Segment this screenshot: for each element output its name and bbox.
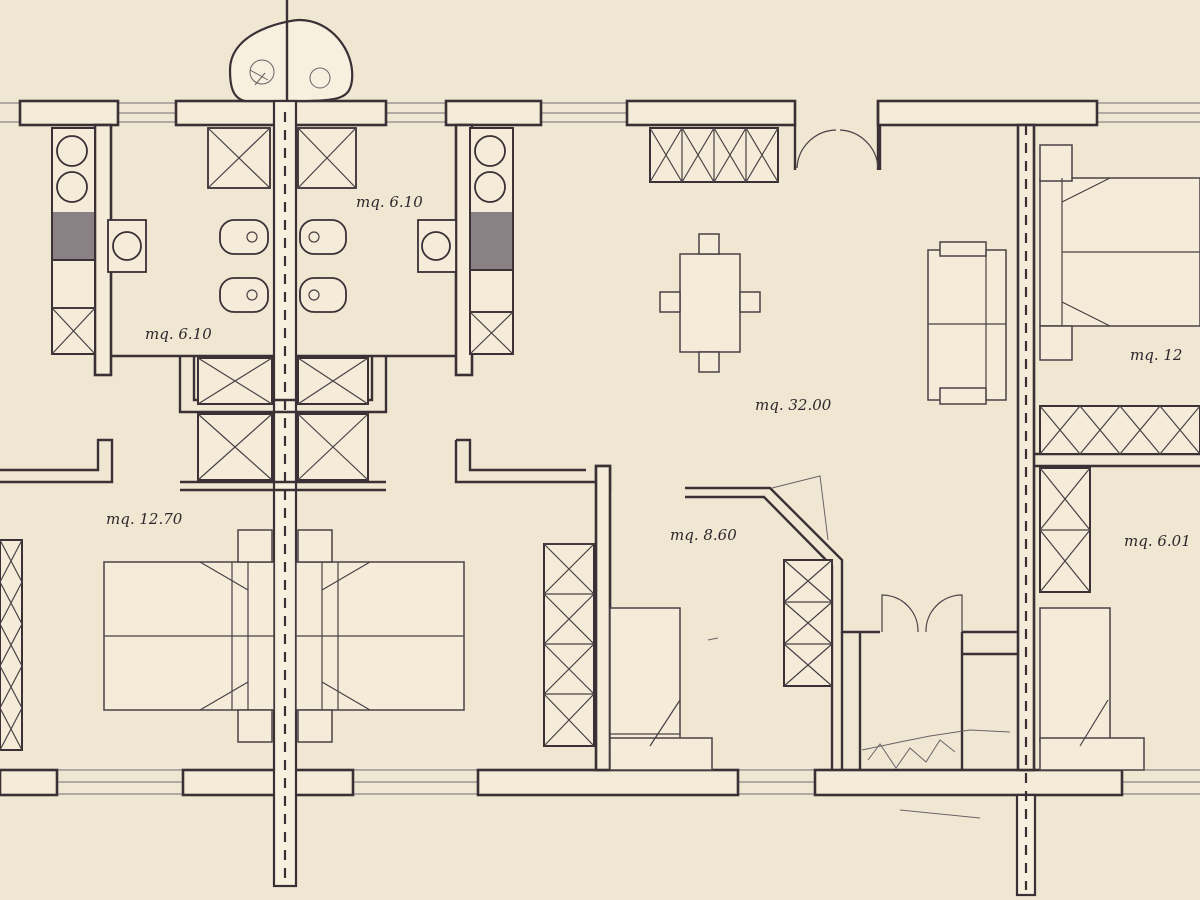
window-top-mid xyxy=(386,102,627,123)
sink-b xyxy=(299,219,347,255)
bed-center xyxy=(609,607,713,771)
toilet-b xyxy=(299,277,347,313)
walls xyxy=(0,99,1200,797)
sofa xyxy=(927,241,1007,405)
kitchen-column-right xyxy=(469,127,514,355)
bathroom-fixtures xyxy=(107,127,457,313)
doors xyxy=(796,129,963,633)
shower-right xyxy=(297,127,357,189)
wardrobe-right-vertical xyxy=(1039,467,1091,593)
sink-a xyxy=(219,219,269,255)
central-axis xyxy=(272,0,1037,897)
wardrobe-center-bedroom xyxy=(543,543,595,747)
wardrobes xyxy=(0,127,1200,751)
room-label-right-upper: mq. 12 xyxy=(1130,346,1182,364)
toilet-a xyxy=(219,277,269,313)
kitchen-column-left xyxy=(51,127,96,355)
room-label-living: mq. 32.00 xyxy=(755,396,832,414)
room-label-left-bedroom: mq. 12.70 xyxy=(106,510,183,528)
wardrobe-right-horizontal xyxy=(1039,405,1200,455)
bed-right-lower xyxy=(1039,607,1145,771)
window-top-right xyxy=(1097,102,1200,123)
shower-left xyxy=(207,127,271,189)
double-bed-left xyxy=(103,529,465,743)
room-label-bath: mq. 6.10 xyxy=(356,193,423,211)
basin-left xyxy=(107,219,147,273)
wardrobe-top-center xyxy=(649,127,779,183)
dining-table xyxy=(659,233,761,373)
entry-door-lobby xyxy=(881,594,963,633)
entry-door-top xyxy=(796,129,879,169)
bed-right-upper xyxy=(1039,144,1200,361)
pencil-sketch xyxy=(707,475,1011,819)
room-label-right-lower: mq. 6.01 xyxy=(1124,532,1191,550)
window-top-left xyxy=(0,102,176,123)
basin-right xyxy=(417,219,457,273)
wardrobe-corridor xyxy=(783,559,833,687)
utility-shaft xyxy=(228,18,354,103)
wardrobe-center-stack xyxy=(178,356,388,492)
wardrobe-left-edge xyxy=(0,539,23,751)
windows xyxy=(0,102,1200,795)
room-labels: mq. 6.10 mq. 6.10 mq. 32.00 mq. 12 mq. 1… xyxy=(106,193,1191,550)
room-label-center-bedroom: mq. 8.60 xyxy=(670,526,737,544)
room-label-bath-lower: mq. 6.10 xyxy=(145,325,212,343)
